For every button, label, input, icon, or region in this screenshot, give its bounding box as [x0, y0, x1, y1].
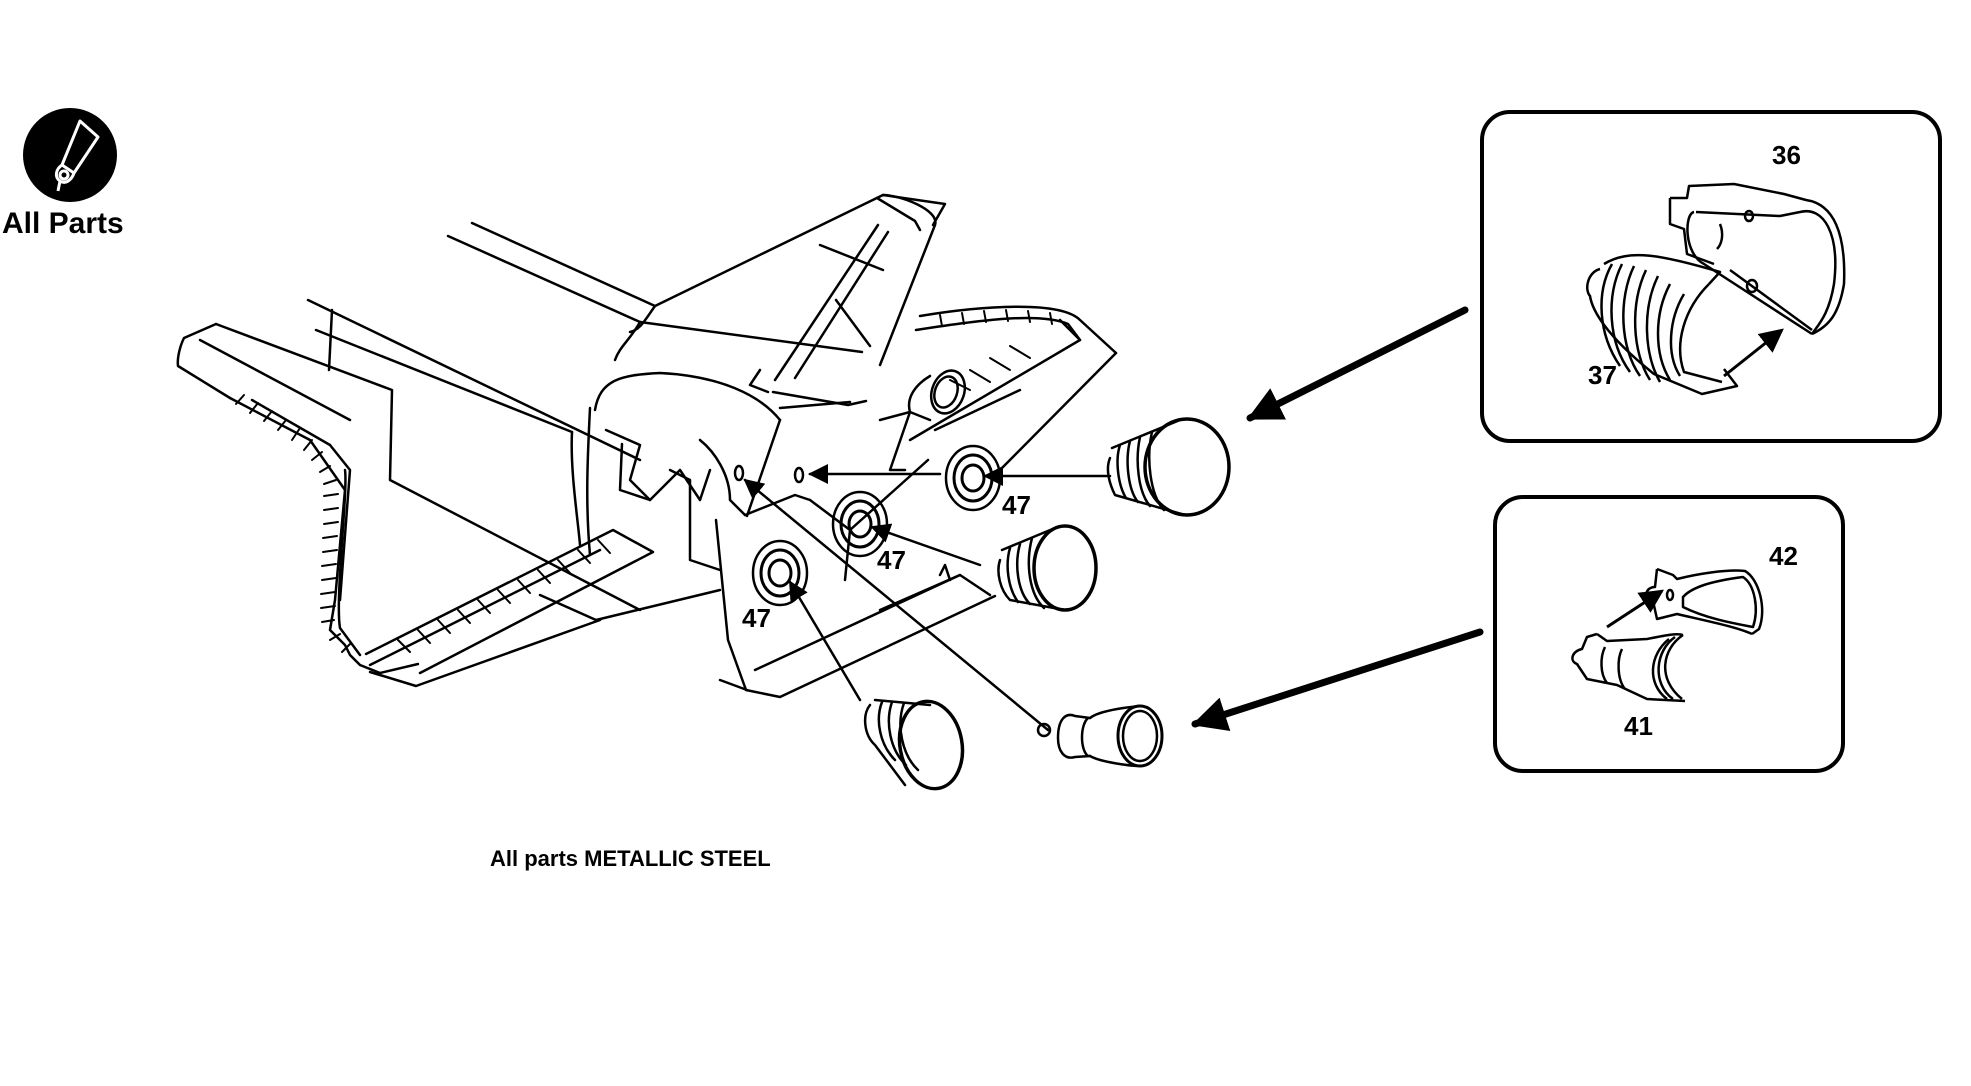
part-number-36: 36 [1772, 140, 1801, 170]
engine-bell-housing [1668, 182, 1846, 336]
oms-pod-mount [1645, 567, 1764, 636]
paint-caption: All parts METALLIC STEEL [490, 846, 771, 871]
assembly-arrow [1723, 328, 1784, 378]
engine-mount-upper [944, 444, 1002, 512]
part-number-41: 41 [1624, 711, 1653, 741]
fuselage [306, 193, 947, 557]
aft-bulkhead [604, 418, 997, 699]
part-number-37: 37 [1588, 360, 1617, 390]
inset-pointer-oms [1191, 628, 1484, 731]
engine-mount-lower [751, 539, 809, 607]
inset-oms-engine: 42 41 [1493, 495, 1845, 773]
attach-hole-left [733, 464, 745, 482]
oms-nozzle-part [1036, 704, 1164, 768]
left-wing [176, 322, 722, 688]
vertical-tail [748, 193, 937, 410]
inset-pointer-main [1246, 306, 1469, 422]
engine-nozzle-upper [1106, 417, 1231, 517]
leader-lines [743, 464, 1112, 732]
assembly-arrow [1606, 589, 1665, 629]
part-number-47-upper: 47 [1002, 490, 1031, 520]
part-number-42: 42 [1769, 541, 1798, 571]
badge-title: All Parts [2, 207, 124, 240]
inset-main-engine-drawing [1586, 182, 1846, 396]
inset-main-engine: 36 37 [1480, 110, 1942, 443]
glue-tube-icon [23, 108, 117, 202]
engine-nozzle-lower [863, 698, 965, 791]
engine-nozzle-middle [997, 524, 1098, 612]
right-wing [878, 305, 1118, 472]
inset-oms-engine-drawing [1571, 567, 1764, 703]
part-number-47-middle: 47 [877, 545, 906, 575]
attach-hole-right [793, 466, 805, 484]
part-number-47-lower: 47 [742, 603, 771, 633]
engine-nozzle-bell [1586, 253, 1739, 396]
oms-nozzle [1571, 632, 1686, 703]
